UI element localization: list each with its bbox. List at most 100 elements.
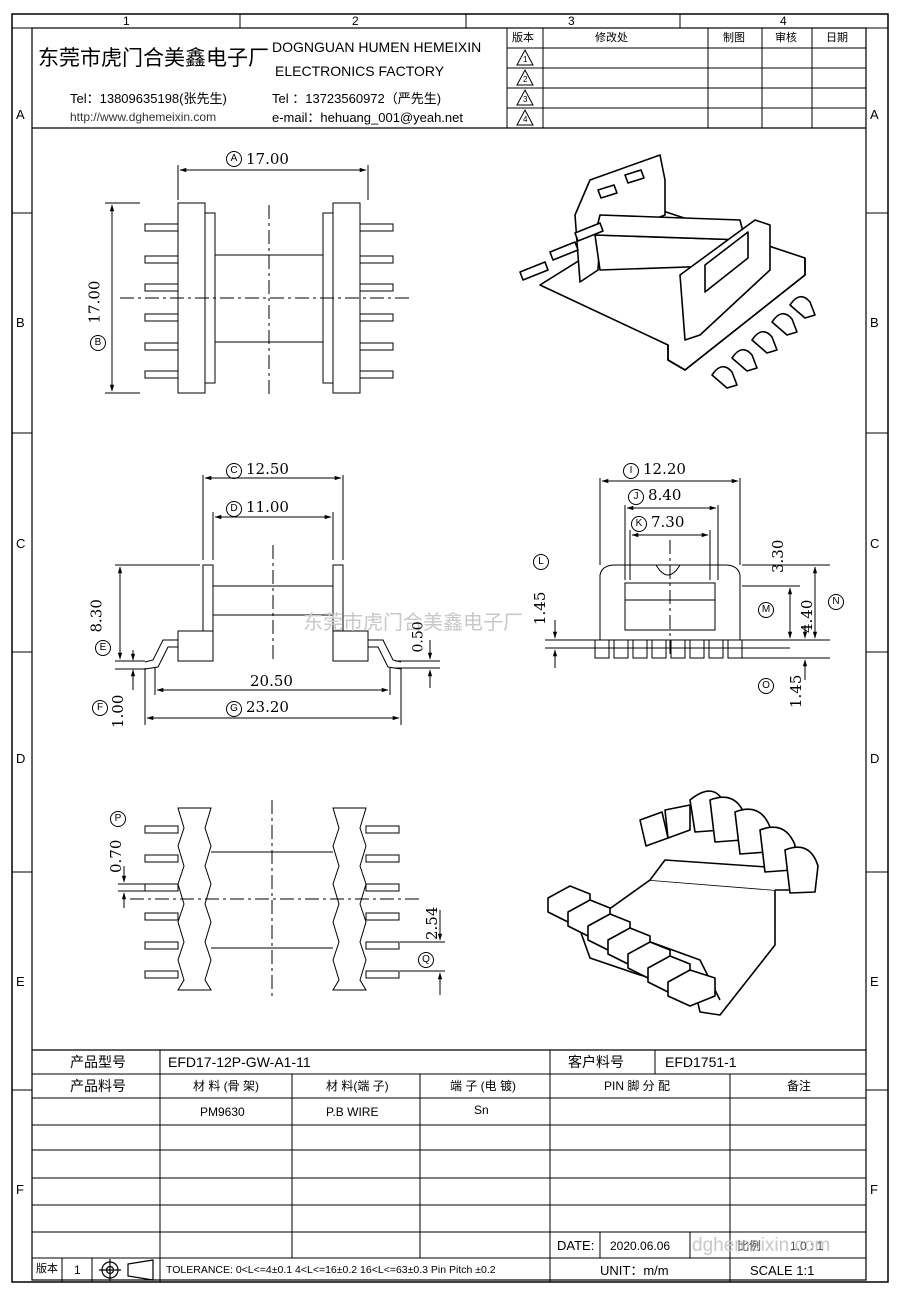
dim-g-tag: G [226, 701, 242, 717]
col-header-material-pin: 材 料(端 子) [326, 1079, 389, 1093]
dim-a-value: 17.00 [246, 150, 289, 168]
projection-symbol-icon [99, 1259, 154, 1281]
dim-b-tag: B [90, 335, 106, 351]
grid-row-f-left: F [16, 1182, 24, 1197]
grid-col-1: 1 [123, 14, 130, 28]
rev-header-change: 修改处 [595, 32, 628, 44]
dim-g-value: 23.20 [246, 698, 289, 716]
unit-label: UNIT：m/m [600, 1263, 669, 1278]
col-header-material-bobbin: 材 料 (骨 架) [193, 1079, 259, 1093]
grid-col-2: 2 [352, 14, 359, 28]
info-table-grid [32, 1049, 866, 1282]
product-part-label: 产品料号 [70, 1078, 126, 1094]
company-name-cn: 东莞市虎门合美鑫电子厂 [38, 47, 269, 70]
grid-row-b-left: B [16, 315, 25, 330]
material-pin-value: P.B WIRE [326, 1105, 379, 1119]
version-label: 版本 [36, 1263, 58, 1275]
grid-row-c-right: C [870, 536, 880, 551]
watermark-corner: dghemeixin.com [692, 1235, 831, 1256]
iso-view-top [519, 154, 816, 389]
rev-triangle-1 [516, 48, 534, 66]
dim-m-tag: M [758, 602, 774, 618]
side-view [545, 478, 830, 680]
contact-tel-1: Tel：13809635198(张先生) [70, 91, 227, 106]
date-label: DATE: [557, 1238, 595, 1253]
bottom-view [118, 800, 445, 1000]
dim-f-value: 1.00 [109, 694, 127, 728]
grid-row-e-right: E [870, 974, 879, 989]
contact-tel-2: Tel ：13723560972（严先生) [272, 91, 442, 106]
dim-e-tag: E [95, 640, 111, 656]
grid-col-4: 4 [780, 14, 787, 28]
rev-number-4: 4 [523, 115, 528, 124]
rev-header-drawn: 制图 [723, 32, 745, 44]
grid-row-a-right: A [870, 107, 879, 122]
dim-e-value: 8.30 [87, 599, 106, 633]
dim-b-value: 17.00 [85, 280, 104, 324]
inner-border [31, 27, 867, 1281]
website-link[interactable]: http://www.dghemeixin.com [70, 110, 217, 124]
rev-number-3: 3 [523, 95, 528, 104]
grid-row-a-left: A [16, 107, 25, 122]
rev-header-version: 版本 [512, 32, 534, 44]
outer-border [11, 13, 889, 1283]
grid-row-d-right: D [870, 751, 880, 766]
watermark-center: 东莞市虎门合美鑫电子厂 [303, 612, 523, 634]
dim-k-value: 7.30 [651, 513, 685, 531]
grid-col-3: 3 [568, 14, 575, 28]
col-header-pin-assign: PIN 脚 分 配 [604, 1079, 671, 1093]
dim-n-tag: N [828, 594, 844, 610]
dim-o-value: 1.45 [787, 674, 805, 708]
company-name-en-1: DOGNGUAN HUMEN HEMEIXIN [272, 39, 482, 55]
tolerance-note: TOLERANCE: 0<L<=4±0.1 4<L<=16±0.2 16<L<=… [166, 1264, 496, 1276]
rev-triangle-2 [516, 68, 534, 86]
grid-row-b-right: B [870, 315, 879, 330]
ratio-value: 1.0 : 1 [790, 1239, 824, 1253]
material-bobbin-value: PM9630 [200, 1105, 245, 1119]
dim-j-tag: J [628, 489, 644, 505]
dim-i-value: 12.20 [643, 460, 686, 478]
rev-number-2: 2 [523, 75, 528, 84]
customer-part-value: EFD1751-1 [665, 1054, 737, 1070]
top-view [105, 165, 410, 395]
dim-p-tag: P [110, 811, 126, 827]
dim-f-tag: F [92, 700, 108, 716]
iso-view-bottom [547, 790, 819, 1016]
dim-side-gap-value: 0.50 [410, 621, 427, 653]
dim-q-value: 2.54 [423, 906, 441, 940]
dim-l-tag: L [533, 554, 549, 570]
dim-d-value: 11.00 [246, 498, 289, 516]
grid-row-c-left: C [16, 536, 26, 551]
dim-c-value: 12.50 [246, 460, 289, 478]
dim-c-tag: C [226, 463, 242, 479]
dim-k-tag: K [631, 516, 647, 532]
grid-row-d-left: D [16, 751, 26, 766]
company-name-en-2: ELECTRONICS FACTORY [275, 63, 445, 79]
dim-d-tag: D [226, 501, 242, 517]
dim-o-tag: O [758, 678, 774, 694]
front-view [115, 475, 440, 725]
dim-a-tag: A [226, 151, 242, 167]
rev-header-date: 日期 [826, 32, 848, 44]
product-model-label: 产品型号 [70, 1054, 126, 1070]
dim-l-value: 1.45 [531, 591, 549, 625]
dim-j-value: 8.40 [648, 486, 682, 504]
grid-row-f-right: F [870, 1182, 878, 1197]
ratio-label: 比例 [737, 1239, 762, 1253]
customer-part-label: 客户料号 [568, 1054, 624, 1070]
dim-n-value: 4.40 [798, 599, 816, 633]
dim-p-value: 0.70 [107, 839, 125, 873]
grid-row-e-left: E [16, 974, 25, 989]
date-value: 2020.06.06 [610, 1239, 671, 1253]
rev-header-check: 审核 [775, 32, 797, 44]
dim-q-tag: Q [418, 952, 434, 968]
col-header-remark: 备注 [787, 1079, 812, 1093]
dim-i-tag: I [623, 463, 639, 479]
rev-triangle-4 [516, 108, 534, 126]
contact-email: e-mail：hehuang_001@yeah.net [272, 110, 463, 125]
product-model-value: EFD17-12P-GW-A1-11 [168, 1054, 311, 1070]
dim-h-value: 20.50 [250, 672, 293, 690]
col-header-plating: 端 子 (电 镀) [450, 1079, 516, 1093]
plating-value: Sn [474, 1103, 489, 1117]
